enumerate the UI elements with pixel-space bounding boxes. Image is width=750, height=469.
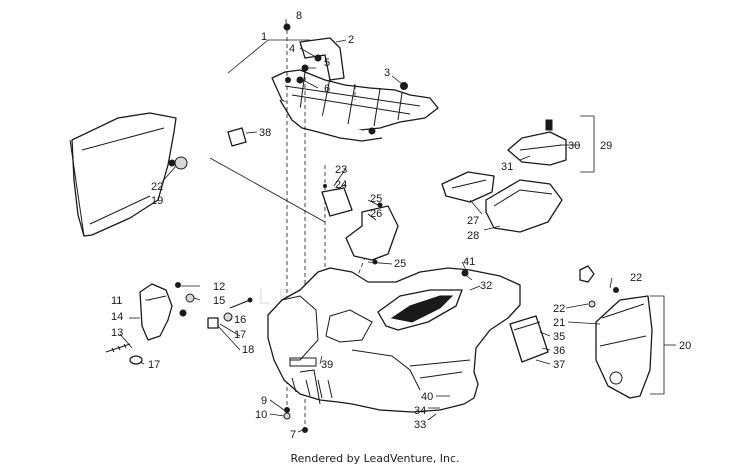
callout-16: 16 [234,314,246,326]
callout-17-upper: 17 [234,329,246,341]
credit-line: Rendered by LeadVenture, Inc. [290,452,460,465]
bracket-20 [650,295,676,395]
callout-12: 12 [213,281,225,293]
callout-17-lower: 17 [148,359,160,371]
callout-9: 9 [261,395,267,407]
callout-15: 15 [213,295,225,307]
callout-5: 5 [324,57,330,69]
front-fender [267,267,521,413]
callout-27: 27 [467,215,479,227]
callout-39: 39 [321,359,333,371]
callout-41: 41 [463,256,475,268]
callout-22-left: 22 [151,181,163,193]
bottom-fasteners [269,399,308,433]
bracket-29 [566,115,595,173]
callout-34: 34 [414,405,426,417]
callout-10: 10 [255,409,267,421]
callout-31: 31 [501,161,513,173]
callout-35: 35 [553,331,565,343]
decal-38 [209,127,326,223]
storage-box [441,119,567,233]
callout-13: 13 [111,327,123,339]
callout-33: 33 [414,419,426,431]
callout-leaders [119,19,613,421]
callout-22-mid: 22 [553,303,565,315]
callout-26: 26 [370,208,382,220]
headlight-assembly [105,282,253,365]
callout-20: 20 [679,340,691,352]
center-panels [321,184,399,265]
callout-labels: 1 2 3 4 5 6 7 8 9 10 11 12 13 14 15 16 1… [111,10,691,441]
right-side-panel [509,265,653,399]
callout-24: 24 [335,179,347,191]
callout-21: 21 [553,317,565,329]
rack-bracket [227,39,310,74]
callout-32: 32 [480,280,492,292]
front-rack [271,37,439,142]
callout-28: 28 [467,230,479,242]
callout-25-lower: 25 [394,258,406,270]
callout-38: 38 [259,127,271,139]
callout-4: 4 [289,43,295,55]
callout-19: 19 [151,195,163,207]
callout-22-right: 22 [630,272,642,284]
callout-14: 14 [111,311,123,323]
callout-25-upper: 25 [370,193,382,205]
callout-3: 3 [384,67,390,79]
callout-37: 37 [553,359,565,371]
callout-36: 36 [553,345,565,357]
callout-2: 2 [348,34,354,46]
callout-29: 29 [600,140,612,152]
callout-23: 23 [335,164,347,176]
rack-bolts [283,23,408,135]
left-side-panel [69,112,188,237]
callout-30: 30 [568,140,580,152]
callout-18: 18 [242,344,254,356]
callout-8: 8 [296,10,302,22]
callout-6: 6 [324,83,330,95]
callout-40: 40 [421,391,433,403]
callout-1: 1 [261,31,267,43]
callout-11: 11 [111,295,122,307]
callout-7: 7 [290,429,296,441]
